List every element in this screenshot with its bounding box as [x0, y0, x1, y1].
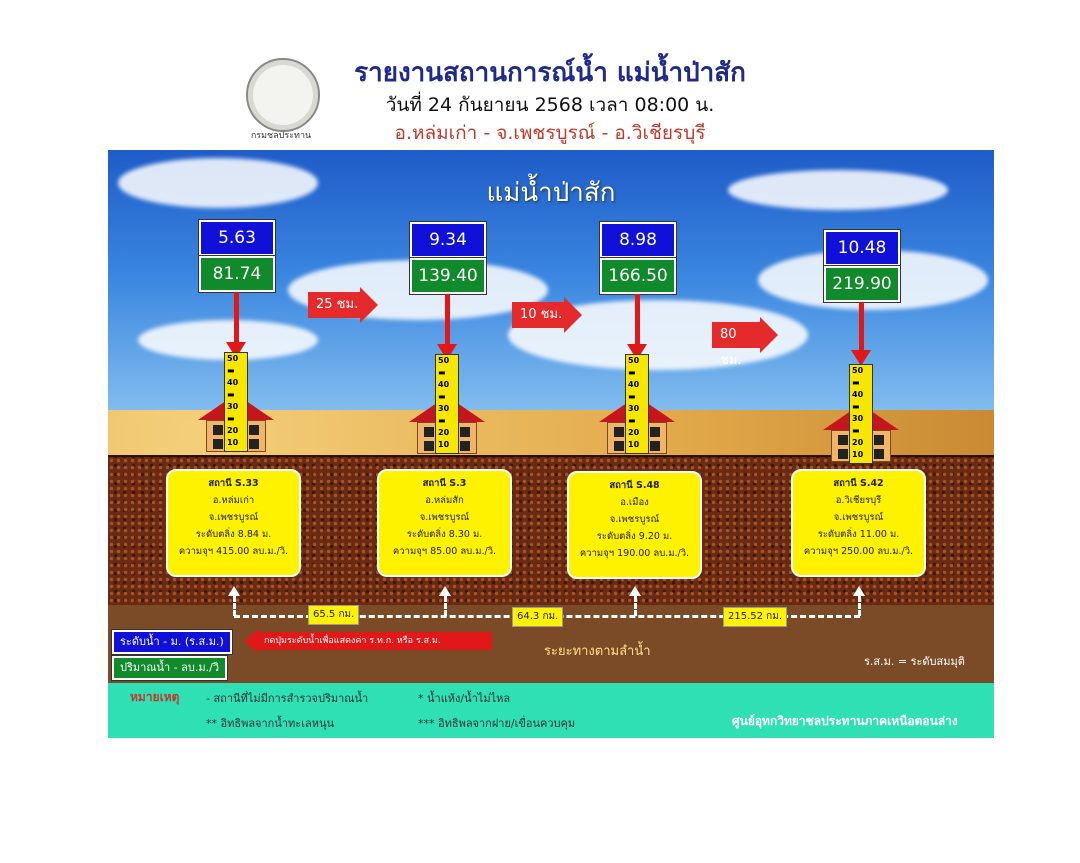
station-province: จ.เพชรบูรณ์	[208, 512, 259, 523]
station-capacity: ความจุฯ 190.00 ลบ.ม./วิ.	[579, 548, 690, 559]
org-name: กรมชลประทาน	[250, 131, 312, 141]
hydrology-center-name: ศูนย์อุทกวิทยาชลประทานภาคเหนือตอนล่าง	[732, 714, 958, 728]
down-arrow	[445, 294, 450, 346]
distance-label: 215.52 กม.	[723, 607, 787, 627]
distance-label: 64.3 กม.	[512, 607, 564, 627]
down-arrow	[635, 294, 640, 346]
river-title: แม่น้ำป่าสัก	[486, 178, 616, 208]
station-district: อ.เมือง	[620, 497, 649, 508]
station-info-box: สถานี S.42 อ.วิเชียรบุรี จ.เพชรบูรณ์ ระด…	[791, 469, 926, 577]
station-name: สถานี S.48	[609, 480, 660, 491]
distance-marker	[444, 596, 447, 616]
up-arrow-head	[228, 586, 240, 596]
station-bank-level: ระดับตลิ่ง 11.00 ม.	[817, 529, 900, 540]
travel-time-arrow: 80 ชม.	[712, 322, 760, 368]
travel-time-label: 10 ชม.	[520, 307, 563, 322]
travel-time-arrow-head	[564, 297, 582, 333]
legend-item: * น้ำแห้ง/น้ำไม่ไหล	[418, 692, 511, 705]
legend-note-label: หมายเหตุ	[130, 690, 180, 704]
distance-label: 65.5 กม.	[308, 605, 360, 625]
station-province: จ.เพชรบูรณ์	[609, 514, 660, 525]
station-flow-box: 81.74	[199, 256, 275, 292]
station-capacity: ความจุฯ 250.00 ลบ.ม./วิ.	[803, 546, 914, 557]
distance-marker	[634, 596, 637, 616]
up-arrow-head	[629, 586, 641, 596]
travel-time-arrow: 10 ชม.	[512, 302, 564, 328]
station-flow-box: 166.50	[600, 258, 676, 294]
station-name: สถานี S.3	[422, 478, 467, 489]
station-bank-level: ระดับตลิ่ง 9.20 ม.	[596, 531, 673, 542]
legend-item: *** อิทธิพลจากฝาย/เขื่อนควบคุม	[418, 717, 576, 730]
station-province: จ.เพชรบูรณ์	[833, 512, 884, 523]
report-route: อ.หล่มเก่า - จ.เพชรบูรณ์ - อ.วิเชียรบุรี	[394, 122, 706, 144]
station-level-box[interactable]: 10.48	[824, 230, 900, 266]
along-river-label: ระยะทางตามลำน้ำ	[544, 644, 651, 659]
level-key-button[interactable]: ระดับน้ำ - ม. (ร.ส.ม.)	[112, 630, 232, 654]
rid-logo	[246, 58, 320, 132]
station-name: สถานี S.33	[208, 478, 259, 489]
station-flow-box: 139.40	[410, 258, 486, 294]
key-hint: กดปุ่มระดับน้ำเพื่อแสดงค่า ร.ท.ก. หรือ ร…	[258, 632, 492, 650]
station-district: อ.หล่มสัก	[425, 495, 464, 506]
station-info-box: สถานี S.3 อ.หล่มสัก จ.เพชรบูรณ์ ระดับตลิ…	[377, 469, 512, 577]
up-arrow-head	[439, 586, 451, 596]
station-name: สถานี S.42	[833, 478, 884, 489]
station-district: อ.วิเชียรบุรี	[835, 495, 882, 506]
station-bank-level: ระดับตลิ่ง 8.84 ม.	[195, 529, 272, 540]
station-flow-box: 219.90	[824, 266, 900, 302]
station-info-box: สถานี S.33 อ.หล่มเก่า จ.เพชรบูรณ์ ระดับต…	[166, 469, 301, 577]
travel-time-arrow-head	[760, 317, 778, 353]
station-info-box: สถานี S.48 อ.เมือง จ.เพชรบูรณ์ ระดับตลิ่…	[567, 471, 702, 579]
report-title: รายงานสถานการณ์น้ำ แม่น้ำป่าสัก	[354, 58, 746, 88]
station-capacity: ความจุฯ 85.00 ลบ.ม./วิ.	[392, 546, 497, 557]
station-level-box[interactable]: 9.34	[410, 222, 486, 258]
travel-time-arrow-head	[360, 287, 378, 323]
travel-time-label: 25 ชม.	[316, 297, 359, 312]
down-arrow	[234, 292, 239, 344]
up-arrow-head	[853, 586, 865, 596]
station-district: อ.หล่มเก่า	[212, 495, 255, 506]
hint-arrow-head	[244, 629, 258, 653]
distance-marker	[858, 596, 861, 616]
travel-time-arrow: 25 ชม.	[308, 292, 360, 318]
station-bank-level: ระดับตลิ่ง 8.30 ม.	[406, 529, 483, 540]
station-level-box[interactable]: 5.63	[199, 220, 275, 256]
down-arrow-head	[851, 350, 871, 366]
rsm-note: ร.ส.ม. = ระดับสมมุติ	[864, 655, 965, 668]
station-capacity: ความจุฯ 415.00 ลบ.ม./วิ.	[178, 546, 289, 557]
down-arrow	[859, 302, 864, 352]
legend-item: - สถานีที่ไม่มีการสำรวจปริมาณน้ำ	[206, 692, 369, 705]
flow-key: ปริมาณน้ำ - ลบ.ม./วิ	[112, 656, 228, 680]
cloud	[118, 158, 318, 208]
legend-item: ** อิทธิพลจากน้ำทะเลหนุน	[206, 717, 334, 730]
travel-time-label: 80 ชม.	[720, 327, 742, 368]
report-date: วันที่ 24 กันยายน 2568 เวลา 08:00 น.	[385, 94, 715, 116]
station-level-box[interactable]: 8.98	[600, 222, 676, 258]
station-province: จ.เพชรบูรณ์	[419, 512, 470, 523]
distance-marker	[233, 596, 236, 616]
cloud	[728, 170, 948, 210]
river-diagram-panel: แม่น้ำป่าสัก 5.63 81.74 9.34 139.40 8.98…	[108, 150, 994, 738]
legend-band	[108, 683, 994, 738]
